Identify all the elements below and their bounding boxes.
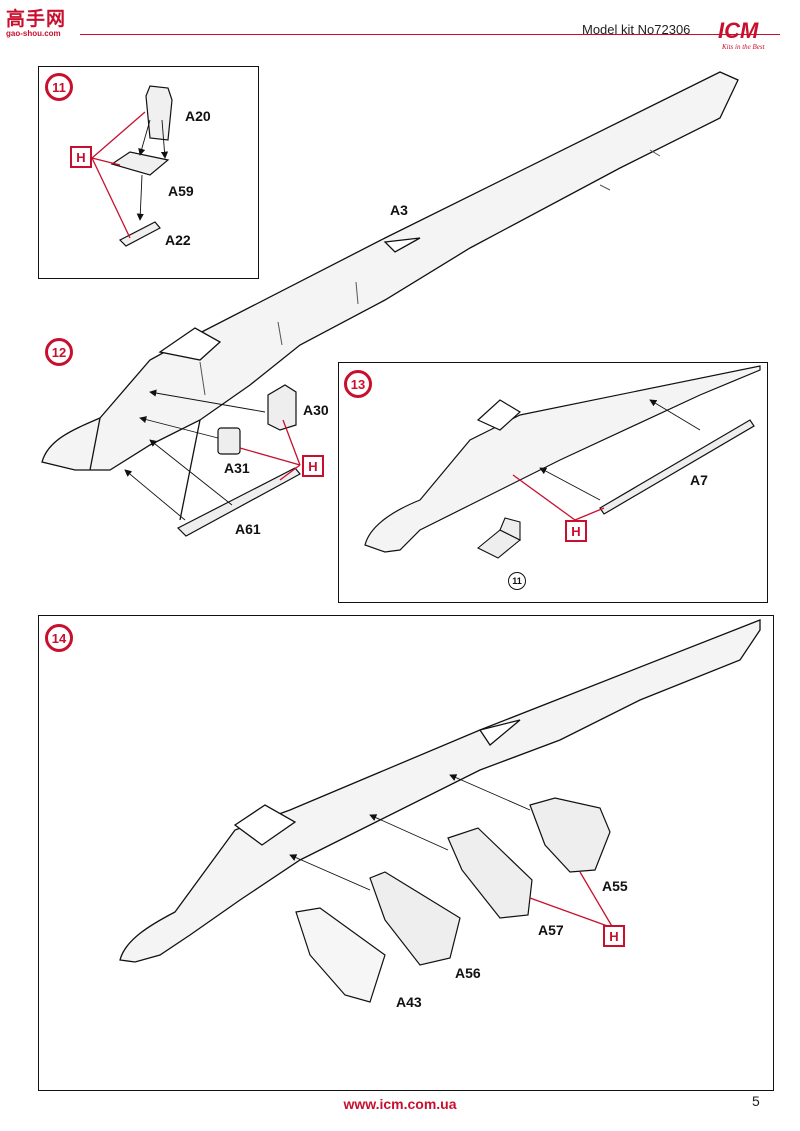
glue-marker-h: H [565, 520, 587, 542]
step11-h-leaders [91, 111, 146, 239]
fuselage-a3-details [199, 149, 661, 396]
part-label-a55: A55 [602, 878, 628, 894]
step-number-12: 12 [45, 338, 73, 366]
step-number-13: 13 [344, 370, 372, 398]
fuselage-step13 [364, 365, 761, 553]
part-label-a31: A31 [224, 460, 250, 476]
fuselage-step14 [119, 619, 761, 963]
step14-arrows [289, 774, 531, 891]
bulkhead-a55 [529, 797, 611, 873]
icm-logo: ICM Kits in the Best [718, 18, 788, 54]
panel-a43 [295, 907, 386, 1003]
model-kit-number: Model kit No72306 [582, 22, 691, 37]
seat-assembly-step13 [476, 517, 522, 559]
glue-marker-h: H [302, 455, 324, 477]
logo-tagline: Kits in the Best [722, 43, 765, 51]
step12-arrows [124, 389, 266, 521]
step13-h-leaders [512, 474, 605, 521]
header-rule [80, 34, 780, 35]
part-a7-shape [599, 419, 755, 515]
page-number: 5 [752, 1093, 760, 1109]
glue-marker-h: H [70, 146, 92, 168]
part-a61-shape [176, 467, 301, 537]
part-label-a61: A61 [235, 521, 261, 537]
watermark-sub: gao-shou.com [6, 29, 61, 38]
glue-marker-h: H [603, 925, 625, 947]
part-label-a20: A20 [185, 108, 211, 124]
step13-arrows [539, 399, 701, 501]
step11-inset-box [38, 66, 259, 279]
part-label-a3: A3 [390, 202, 408, 218]
part-label-a56: A56 [455, 965, 481, 981]
step-number-11: 11 [45, 73, 73, 101]
step12-h-leaders [239, 419, 301, 481]
part-label-a7: A7 [690, 472, 708, 488]
part-label-a57: A57 [538, 922, 564, 938]
bulkhead-a56 [369, 871, 461, 966]
step-number-14: 14 [45, 624, 73, 652]
watermark-main: 高手网 [6, 8, 67, 30]
part-label-a59: A59 [168, 183, 194, 199]
part-label-a22: A22 [165, 232, 191, 248]
step14-h-leaders [529, 871, 614, 929]
watermark: 高手网 gao-shou.com [6, 4, 76, 42]
fuselage-a3-upper [41, 71, 739, 521]
part-a30-shape [267, 384, 297, 431]
step14-box [38, 615, 774, 1091]
bulkhead-a57 [447, 827, 533, 919]
seat-parts [110, 85, 173, 247]
step13-inset-box [338, 362, 768, 603]
part-label-a43: A43 [396, 994, 422, 1010]
part-a31-shape [217, 427, 241, 455]
footer-url: www.icm.com.ua [343, 1096, 457, 1112]
logo-text: ICM [718, 18, 759, 43]
step-reference-11: 11 [508, 572, 526, 590]
part-label-a30: A30 [303, 402, 329, 418]
step11-arrows [136, 119, 169, 221]
